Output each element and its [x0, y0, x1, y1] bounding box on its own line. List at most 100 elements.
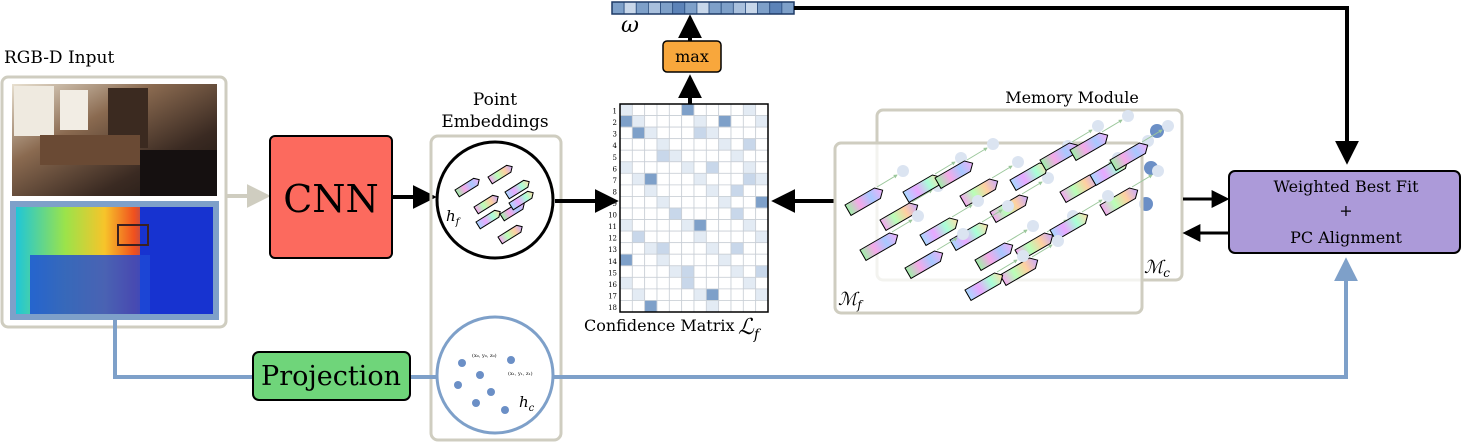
matrix-cell [705, 184, 720, 197]
memory-embedding [1069, 132, 1109, 162]
matrix-cell [742, 149, 757, 163]
matrix-cell [668, 103, 683, 116]
matrix-cell [705, 115, 720, 128]
matrix-row-label: 10 [608, 212, 617, 220]
matrix-cell [705, 103, 720, 116]
matrix-cell [755, 138, 769, 151]
matrix-cell [693, 172, 707, 186]
matrix-cell [693, 184, 707, 197]
memory-link [1071, 129, 1093, 143]
depth-image [16, 207, 213, 314]
matrix-cell [693, 265, 707, 278]
matrix-cell [730, 207, 744, 220]
memory-embedding [1109, 142, 1149, 172]
feature-embedding-glyphs [454, 164, 534, 245]
matrix-row-label: 6 [613, 165, 618, 173]
matrix-cell [755, 161, 769, 174]
memory-embedding [879, 202, 919, 232]
matrix-cell [755, 126, 769, 140]
matrix-cell [705, 253, 720, 267]
matrix-cell [705, 219, 720, 232]
matrix-cell [619, 103, 633, 116]
matrix-cell [718, 242, 732, 255]
matrix-cell [730, 242, 744, 255]
matrix-cell [705, 300, 720, 313]
matrix-cell [705, 126, 720, 140]
matrix-row-label: 2 [613, 119, 617, 127]
matrix-row-label: 18 [608, 304, 617, 312]
matrix-cell [730, 172, 744, 186]
memory-link [1006, 229, 1028, 243]
omega-cell [769, 1, 783, 15]
matrix-cell [693, 253, 707, 267]
depth-to-projection-line [113, 320, 252, 379]
omega-label: ω [621, 13, 639, 38]
mc-label: ℳc [1144, 257, 1170, 280]
matrix-cell [656, 126, 670, 140]
matrix-cell [644, 103, 658, 116]
matrix-cell [619, 126, 633, 140]
matrix-cell [619, 172, 633, 186]
matrix-row-label: 11 [608, 223, 617, 231]
matrix-cell [644, 265, 658, 278]
omega-cell [672, 1, 686, 15]
matrix-cell [742, 161, 757, 174]
matrix-cell [644, 288, 658, 301]
matrix-cell [668, 138, 683, 151]
matrix-cell [681, 230, 695, 244]
memory-link [1021, 181, 1043, 195]
matrix-cell [681, 184, 695, 197]
matrix-cell [656, 161, 670, 174]
matrix-cell [755, 219, 769, 232]
matrix-cell [705, 242, 720, 255]
matrix-cell [742, 242, 757, 255]
cnn-label: CNN [283, 177, 379, 221]
matrix-cell [742, 288, 757, 301]
matrix-cell [693, 276, 707, 290]
matrix-cell [668, 196, 683, 209]
matrix-cell [656, 253, 670, 267]
memory-embedding [844, 187, 884, 217]
matrix-cell [755, 288, 769, 301]
matrix-cell [718, 265, 732, 278]
mf-label: ℳf [838, 289, 864, 312]
matrix-cell [681, 265, 695, 278]
matrix-cell [631, 300, 646, 313]
matrix-cell [668, 149, 683, 163]
matrix-cell [656, 184, 670, 197]
matrix-cell [681, 300, 695, 313]
best-fit-line1: Weighted Best Fit [1273, 177, 1419, 196]
matrix-cell [718, 115, 732, 128]
omega-cell [757, 1, 771, 15]
matrix-cell [730, 149, 744, 163]
matrix-cell [718, 196, 732, 209]
memory-key-dot [897, 165, 909, 177]
matrix-cell [693, 207, 707, 220]
matrix-cell [742, 219, 757, 232]
max-label: max [675, 47, 709, 66]
memory-module-label: Memory Module [1005, 88, 1139, 107]
matrix-cell [668, 172, 683, 186]
matrix-cell [755, 196, 769, 209]
matrix-cell [705, 196, 720, 209]
matrix-cell [668, 161, 683, 174]
hc-label: hc [519, 393, 535, 414]
matrix-row-label: 14 [608, 258, 617, 266]
matrix-cell [631, 219, 646, 232]
matrix-cell [730, 196, 744, 209]
memory-link [876, 174, 898, 188]
matrix-cell [668, 207, 683, 220]
matrix-cell [631, 253, 646, 267]
memory-link [936, 237, 958, 251]
matrix-cell [644, 196, 658, 209]
memory-link [996, 259, 1018, 273]
matrix-cell [730, 265, 744, 278]
matrix-cell [644, 138, 658, 151]
matrix-cell [693, 115, 707, 128]
projection-block [252, 351, 411, 401]
matrix-cell [681, 276, 695, 290]
input-label: RGB-D Input [4, 48, 114, 68]
matrix-border [619, 103, 769, 313]
matrix-cell [668, 253, 683, 267]
memory-key-dot [1002, 200, 1014, 212]
